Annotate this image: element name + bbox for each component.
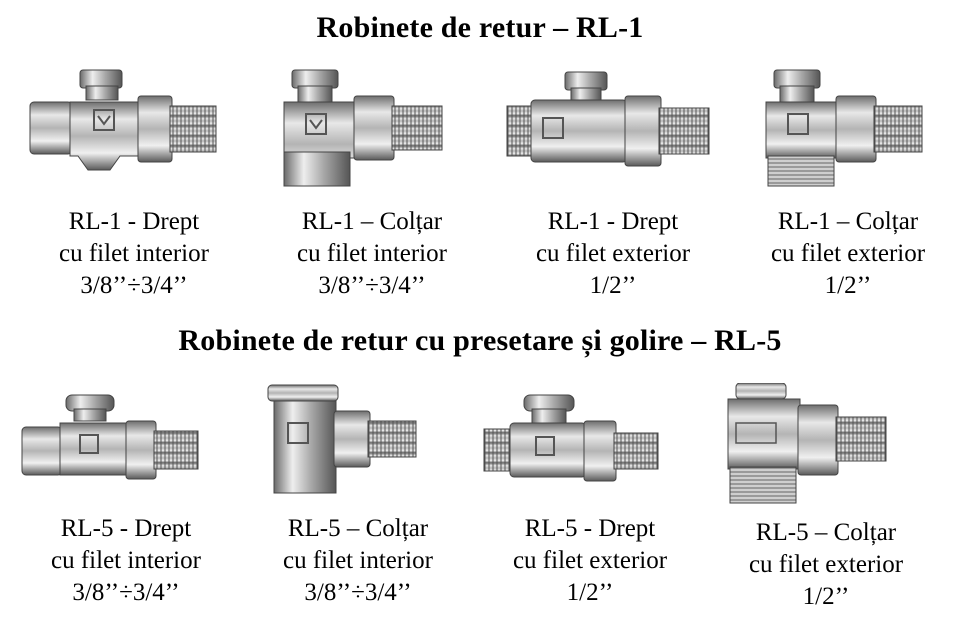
product-model: RL-1 - Drept [547,208,679,235]
angle-valve-icon [716,383,936,508]
straight-valve-icon [24,66,244,191]
product-model: RL-1 - Drept [68,208,200,235]
product-thread-type: cu filet interior [297,240,447,267]
product-thread-type: cu filet exterior [512,547,668,574]
straight-valve-icon [480,383,700,508]
product-model: RL-5 - Drept [524,515,656,542]
product-size: 3/8’’÷3/4’’ [304,579,412,606]
product-size: 1/2’’ [802,583,850,610]
straight-valve-icon [503,66,723,191]
product-thread-type: cu filet interior [59,240,209,267]
product-caption: RL-5 – Colțar cu filet interior 3/8’’÷3/… [238,513,478,609]
product-model: RL-5 - Drept [60,515,192,542]
product-thread-type: cu filet exterior [535,240,691,267]
product-model: RL-1 – Colțar [301,208,443,235]
product-size: 1/2’’ [566,579,614,606]
angle-valve-icon [248,383,468,508]
product-caption: RL-5 - Drept cu filet interior 3/8’’÷3/4… [6,513,246,609]
section-title-rl5: Robinete de retur cu presetare și golire… [178,324,782,357]
product-caption: RL-1 - Drept cu filet exterior 1/2’’ [493,206,733,302]
product-size: 3/8’’÷3/4’’ [80,272,188,299]
product-thread-type: cu filet interior [283,547,433,574]
product-caption: RL-5 – Colțar cu filet exterior 1/2’’ [706,517,946,613]
product-caption: RL-1 – Colțar cu filet exterior 1/2’’ [728,206,960,302]
product-size: 1/2’’ [589,272,637,299]
product-caption: RL-5 - Drept cu filet exterior 1/2’’ [470,513,710,609]
product-thread-type: cu filet exterior [770,240,926,267]
section-title-rl1: Robinete de retur – RL-1 [316,11,644,44]
product-caption: RL-1 – Colțar cu filet interior 3/8’’÷3/… [252,206,492,302]
angle-valve-icon [262,66,482,191]
product-model: RL-1 – Colțar [777,208,919,235]
product-size: 3/8’’÷3/4’’ [318,272,426,299]
product-size: 3/8’’÷3/4’’ [72,579,180,606]
product-thread-type: cu filet exterior [748,551,904,578]
product-model: RL-5 – Colțar [755,519,897,546]
product-size: 1/2’’ [824,272,872,299]
product-caption: RL-1 - Drept cu filet interior 3/8’’÷3/4… [14,206,254,302]
angle-valve-icon [738,66,958,191]
product-thread-type: cu filet interior [51,547,201,574]
straight-valve-icon [16,383,236,508]
product-model: RL-5 – Colțar [287,515,429,542]
